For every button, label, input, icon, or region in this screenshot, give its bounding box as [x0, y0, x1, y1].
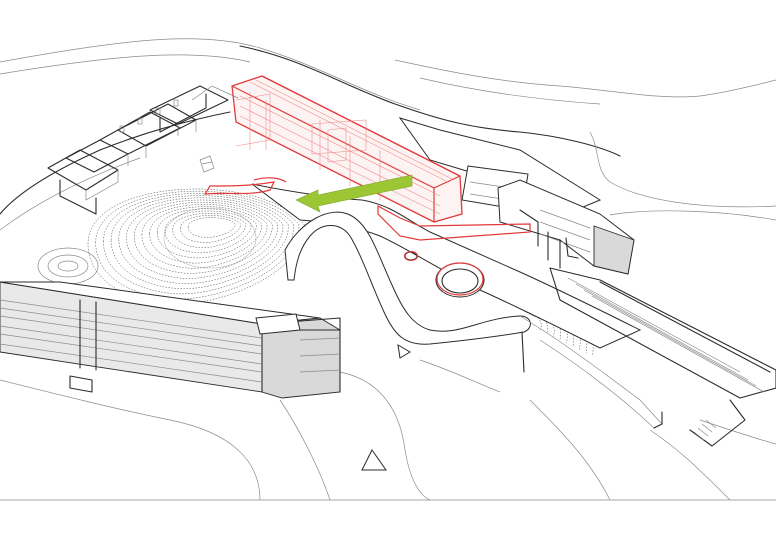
existing-buildings-northwest — [47, 85, 239, 215]
contour-line — [110, 195, 289, 289]
contour-line — [87, 188, 305, 305]
contour-line — [126, 199, 278, 279]
contour-line — [118, 197, 284, 284]
contour-line — [187, 217, 236, 238]
contour-line — [103, 193, 294, 295]
long-bar-building — [0, 281, 341, 399]
roundabout-features — [37, 207, 257, 285]
contour-line — [141, 204, 268, 269]
plaza-marker — [199, 155, 215, 173]
road-network — [0, 38, 776, 501]
landscape-ramp — [251, 183, 663, 429]
contour-line — [172, 213, 246, 248]
rail-tunnel — [549, 267, 776, 447]
green-arrow-icon — [295, 174, 413, 213]
contour-line — [95, 191, 299, 300]
contour-line — [133, 202, 273, 274]
contour-line — [180, 215, 241, 243]
contour-line — [149, 206, 262, 264]
contour-line — [164, 210, 252, 254]
east-buildings — [398, 117, 635, 275]
